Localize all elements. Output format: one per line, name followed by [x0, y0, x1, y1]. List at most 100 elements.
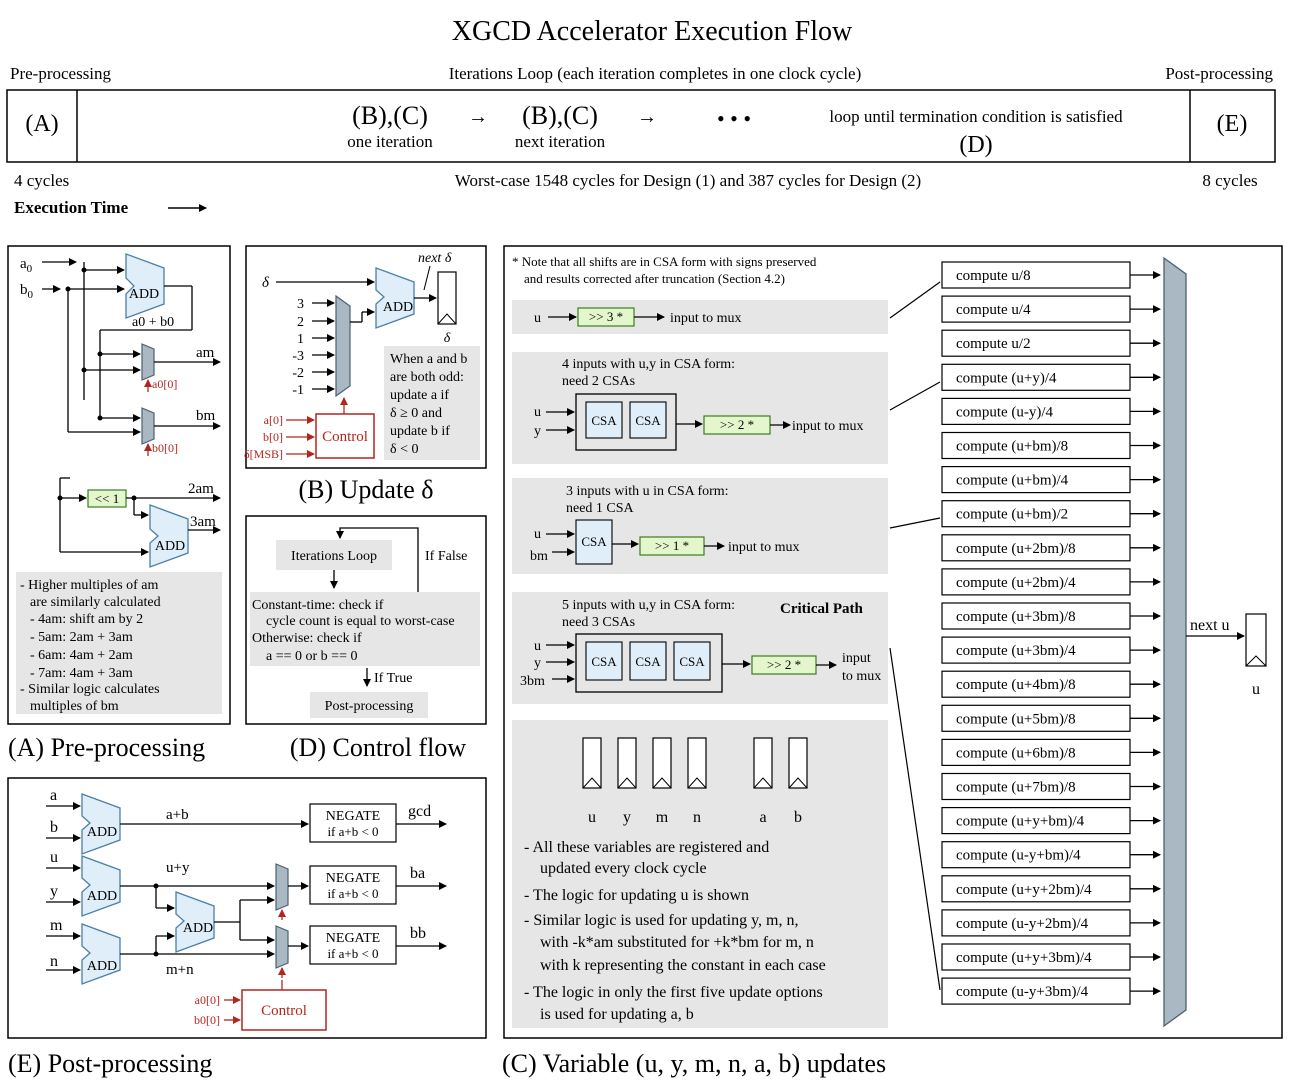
row4-csa-2-label: CSA — [635, 654, 661, 669]
compute-box: compute (u+6bm)/8 — [941, 738, 1161, 767]
panel-b-note-2: are both odd: — [390, 370, 464, 385]
post-in-m: m — [50, 917, 63, 934]
row3-csa-label: CSA — [581, 534, 607, 549]
pre-processing-label: Pre-processing — [10, 64, 112, 83]
adder-label: ADD — [129, 287, 159, 302]
out-bb: bb — [410, 925, 426, 942]
row2-csa-1 — [585, 401, 623, 439]
timeline-e-box: (E) — [1217, 111, 1248, 137]
register-m — [652, 737, 672, 789]
const-3: 3 — [297, 297, 304, 312]
row3-csa — [575, 519, 613, 565]
row4-csa-3-label: CSA — [679, 654, 705, 669]
negate-gcd — [309, 803, 397, 843]
compute-box: compute (u+5bm)/8 — [941, 704, 1161, 732]
panel-b-note-5: update b if — [390, 424, 450, 439]
row2-csa-2 — [629, 401, 667, 439]
register-b — [788, 737, 808, 789]
negate-bb — [309, 925, 397, 965]
adder-delta — [375, 267, 415, 329]
row4-csa-1-label: CSA — [591, 654, 617, 669]
compute-label: compute (u+4bm)/8 — [956, 677, 1076, 693]
row3-box — [512, 478, 888, 574]
adder-a0-b0 — [125, 253, 165, 319]
check-condition-box — [250, 592, 480, 666]
output-am-label: am — [196, 345, 215, 361]
panel-a-note-6: - 7am: 4am + 3am — [30, 666, 133, 681]
compute-box: compute u/4 — [941, 295, 1161, 323]
row4-in-y: y — [534, 656, 541, 671]
post-in-u: u — [50, 849, 58, 866]
compute-label: compute (u+y+2bm)/4 — [956, 882, 1092, 898]
compute-box: compute (u+2bm)/8 — [941, 534, 1161, 562]
register-row — [582, 737, 808, 789]
check-line-3: Otherwise: check if — [252, 631, 362, 646]
compute-label: compute u/8 — [956, 268, 1031, 284]
compute-box: compute (u+2bm)/4 — [941, 568, 1161, 596]
compute-box: compute (u-y+3bm)/4 — [941, 977, 1161, 1005]
reg-label-n: n — [693, 809, 701, 826]
control-e-label: Control — [261, 1003, 307, 1019]
compute-label: compute (u-y+2bm)/4 — [956, 916, 1089, 932]
register-y — [617, 737, 637, 789]
execution-time-label: Execution Time — [14, 198, 129, 217]
compute-label: compute (u+bm)/2 — [956, 507, 1068, 523]
compute-label: compute (u+7bm)/8 — [956, 780, 1076, 796]
adder-u-y-label: ADD — [87, 889, 117, 904]
compute-label: compute (u+y+3bm)/4 — [956, 950, 1092, 966]
out-gcd: gcd — [408, 803, 431, 820]
panel-a-note-8: multiples of bm — [30, 699, 119, 714]
ctrl-in-delta-msb: δ[MSB] — [244, 447, 283, 461]
compute-box: compute (u+bm)/4 — [941, 466, 1161, 494]
row2-in-u: u — [534, 405, 541, 420]
panel-a-note-4: - 5am: 2am + 3am — [30, 630, 133, 645]
compute-box: compute (u+y+2bm)/4 — [941, 875, 1161, 903]
row4-csa-1 — [585, 641, 623, 681]
const-m2: -2 — [292, 366, 304, 381]
negate-ba-cond: if a+b < 0 — [327, 886, 378, 901]
row2-out: input to mux — [792, 419, 864, 434]
bullet-8: is used for updating a, b — [540, 1006, 694, 1023]
post-processing-box — [310, 692, 428, 718]
adder-sum-mux-label: ADD — [183, 921, 213, 936]
sum-a0-b0-label: a0 + b0 — [132, 315, 174, 330]
row2-title-1: 4 inputs with u,y in CSA form: — [562, 357, 735, 372]
reg-label-m: m — [656, 809, 669, 826]
register-delta — [437, 271, 457, 325]
post-in-a: a — [50, 787, 57, 804]
register-n — [687, 737, 707, 789]
compute-label: compute (u+2bm)/4 — [956, 575, 1076, 591]
next-delta-label: next δ — [418, 251, 452, 266]
panel-a-note-7: - Similar logic calculates — [20, 682, 160, 697]
sum-a-plus-b-label: a+b — [166, 807, 189, 823]
row3-shift-label: >> 1 * — [655, 538, 689, 553]
compute-label: compute (u+y+bm)/4 — [956, 814, 1085, 830]
compute-label: compute (u-y)/4 — [956, 404, 1054, 420]
adder-sum-mux — [175, 891, 215, 953]
register-u — [582, 737, 602, 789]
row1-in-u: u — [534, 311, 541, 326]
post-in-n: n — [50, 953, 58, 970]
panel-b-note-6: δ < 0 — [390, 442, 419, 457]
reg-label-a: a — [759, 809, 766, 826]
if-true-label: If True — [374, 671, 413, 686]
row2-shift-label: >> 2 * — [720, 417, 754, 432]
output-3am-label: 3am — [190, 514, 216, 530]
sum-u-plus-y-label: u+y — [166, 860, 190, 876]
compute-label: compute (u+2bm)/8 — [956, 541, 1076, 557]
compute-box: compute (u+bm)/2 — [941, 500, 1161, 528]
ctrl-in-a0: a[0] — [264, 413, 283, 427]
post-in-b: b — [50, 819, 58, 836]
output-2am-label: 2am — [188, 481, 214, 497]
next-u-mux — [1163, 256, 1187, 1028]
select-b0-label: b0[0] — [152, 441, 178, 455]
post-processing-label: Post-processing — [1165, 64, 1273, 83]
compute-label: compute (u-y+bm)/4 — [956, 848, 1081, 864]
adder-m-n — [81, 923, 121, 985]
iterations-loop-label: Iterations Loop (each iteration complete… — [449, 64, 862, 83]
row4-csa-3 — [673, 641, 711, 681]
panel-a-note-2: are similarly calculated — [30, 595, 161, 610]
negate-gcd-cond: if a+b < 0 — [327, 824, 378, 839]
iterations-loop-box — [276, 540, 392, 570]
timeline-bc-2-sub: next iteration — [515, 132, 606, 151]
